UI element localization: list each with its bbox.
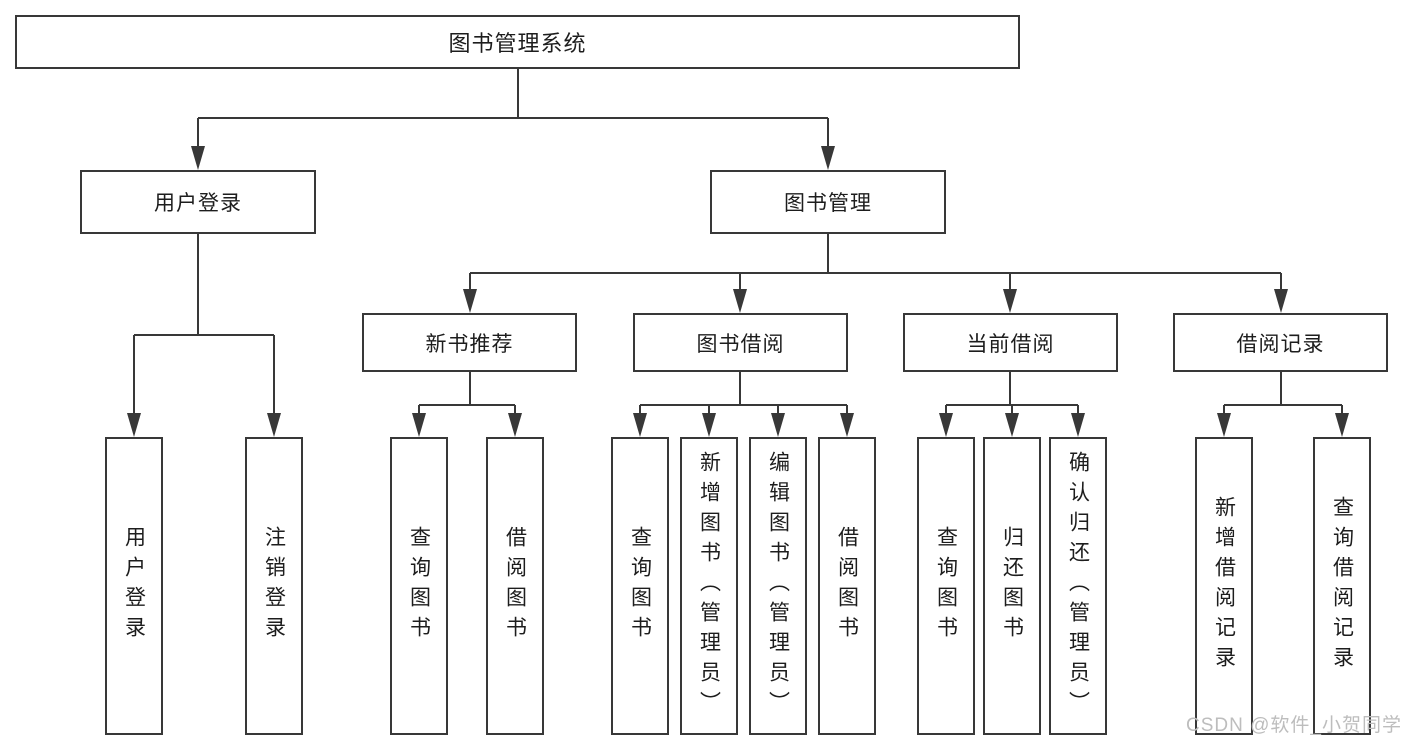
node-label: 查询借阅记录 <box>1330 496 1354 676</box>
node-label: 新增图书（管理员） <box>697 451 721 721</box>
node-label: 查询图书 <box>934 526 958 646</box>
node-label: 确认归还（管理员） <box>1066 451 1090 721</box>
node-label: 借阅图书 <box>835 526 859 646</box>
node-label: 图书管理系统 <box>448 31 587 56</box>
node-user-login: 用户登录 <box>80 170 316 234</box>
node-label: 新书推荐 <box>425 332 514 356</box>
node-book-management: 图书管理 <box>710 170 946 234</box>
csdn-watermark: CSDN @软件_小贺同学 <box>1186 715 1402 736</box>
leaf-edit-books-admin: 编辑图书（管理员） <box>749 437 807 735</box>
node-label: 借阅图书 <box>503 526 527 646</box>
node-label: 图书借阅 <box>696 332 785 356</box>
leaf-confirm-return-admin: 确认归还（管理员） <box>1049 437 1107 735</box>
node-label: 图书管理 <box>784 192 872 215</box>
leaf-return-books: 归还图书 <box>983 437 1041 735</box>
leaf-logout: 注销登录 <box>245 437 303 735</box>
leaf-query-books-borrow: 查询图书 <box>611 437 669 735</box>
leaf-borrow-books-recommend: 借阅图书 <box>486 437 544 735</box>
node-label: 借阅记录 <box>1236 332 1325 356</box>
node-label: 查询图书 <box>407 526 431 646</box>
leaf-add-borrow-record: 新增借阅记录 <box>1195 437 1253 735</box>
node-label: 注销登录 <box>262 526 286 646</box>
node-system-root: 图书管理系统 <box>15 15 1020 69</box>
node-label: 查询图书 <box>628 526 652 646</box>
leaf-user-login: 用户登录 <box>105 437 163 735</box>
node-label: 用户登录 <box>122 526 146 646</box>
node-label: 编辑图书（管理员） <box>766 451 790 721</box>
leaf-query-books-recommend: 查询图书 <box>390 437 448 735</box>
node-label: 当前借阅 <box>966 332 1055 356</box>
node-current-borrow: 当前借阅 <box>903 313 1118 372</box>
node-new-book-recommend: 新书推荐 <box>362 313 577 372</box>
node-borrow-records: 借阅记录 <box>1173 313 1388 372</box>
leaf-borrow-books: 借阅图书 <box>818 437 876 735</box>
node-label: 新增借阅记录 <box>1212 496 1236 676</box>
leaf-query-borrow-record: 查询借阅记录 <box>1313 437 1371 735</box>
node-label: 归还图书 <box>1000 526 1024 646</box>
leaf-query-books-current: 查询图书 <box>917 437 975 735</box>
node-label: 用户登录 <box>154 192 242 215</box>
leaf-add-books-admin: 新增图书（管理员） <box>680 437 738 735</box>
node-book-borrow: 图书借阅 <box>633 313 848 372</box>
